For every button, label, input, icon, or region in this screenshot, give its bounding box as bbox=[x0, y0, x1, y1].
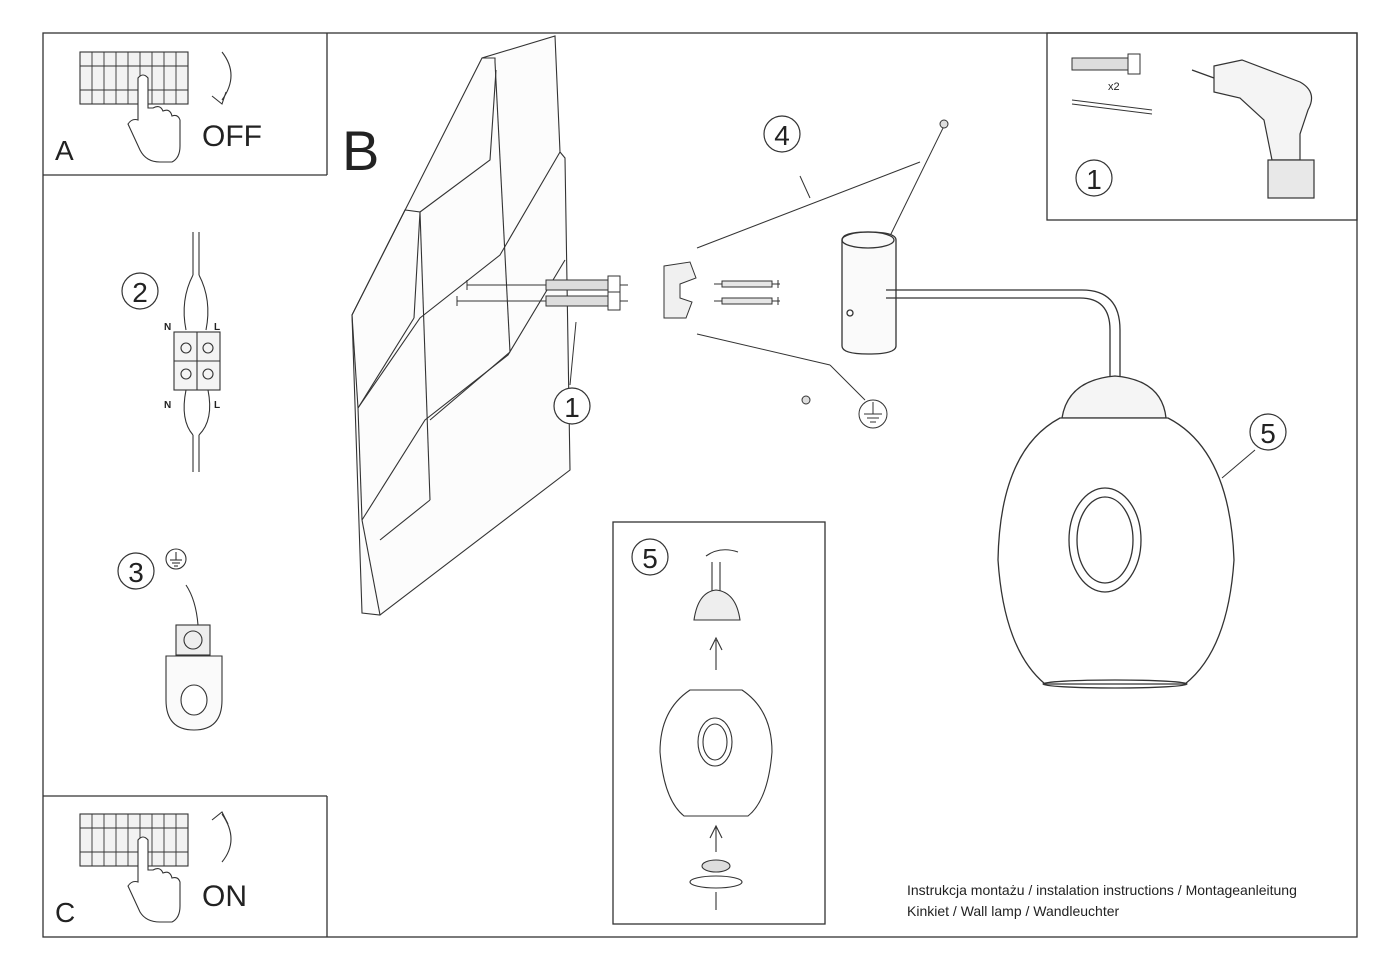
step-2-circle bbox=[121, 272, 159, 310]
detail-step-5-number: 5 bbox=[642, 543, 658, 574]
footer-caption: Instrukcja montażu / instalation instruc… bbox=[907, 880, 1297, 922]
step-5-number: 5 bbox=[1260, 418, 1276, 449]
terminal-bottom-live-label: L bbox=[214, 400, 220, 411]
sheet-border bbox=[42, 32, 1358, 938]
ground-symbol bbox=[858, 399, 888, 429]
cap-screw-bottom bbox=[801, 395, 811, 405]
kit-box bbox=[1046, 32, 1358, 221]
wall-lamp-assembled bbox=[841, 231, 1235, 689]
breaker-on-panel bbox=[79, 811, 232, 923]
step-2-number: 2 bbox=[132, 277, 148, 308]
hardware-quantity: x2 bbox=[1108, 81, 1120, 93]
step-5-circle bbox=[1249, 413, 1287, 451]
terminal-block bbox=[173, 232, 221, 472]
kit-step-number: 1 bbox=[1086, 164, 1102, 195]
step-1-circle bbox=[553, 387, 591, 425]
kit-step-circle bbox=[1075, 159, 1113, 197]
kit-hardware bbox=[1071, 53, 1153, 115]
detail-step-5-circle bbox=[631, 538, 669, 576]
step-3-circle bbox=[117, 552, 155, 590]
cap-screw-top bbox=[939, 119, 949, 129]
drill-icon bbox=[1191, 59, 1315, 199]
step-3-number: 3 bbox=[128, 557, 144, 588]
footer-line-2: Kinkiet / Wall lamp / Wandleuchter bbox=[907, 903, 1120, 919]
on-label: ON bbox=[202, 880, 247, 913]
off-label: OFF bbox=[202, 120, 262, 153]
step-4-circle bbox=[763, 115, 801, 153]
panel-c-letter: C bbox=[55, 897, 75, 928]
shade-detail-box bbox=[612, 521, 826, 925]
footer-line-1: Instrukcja montażu / instalation instruc… bbox=[907, 882, 1297, 898]
terminal-top-live-label: L bbox=[214, 322, 220, 333]
wall-tiles bbox=[351, 35, 571, 616]
panel-a-letter: A bbox=[55, 135, 74, 166]
step-1-number: 1 bbox=[564, 392, 580, 423]
breaker-off-panel bbox=[79, 51, 232, 163]
panel-b-letter: B bbox=[342, 119, 379, 182]
terminal-bottom-neutral-label: N bbox=[164, 400, 171, 411]
ground-connector bbox=[165, 548, 223, 731]
step-4-number: 4 bbox=[774, 120, 790, 151]
terminal-top-neutral-label: N bbox=[164, 322, 171, 333]
shade-exploded-view bbox=[659, 549, 773, 910]
wall-plugs-and-screws bbox=[456, 261, 780, 319]
